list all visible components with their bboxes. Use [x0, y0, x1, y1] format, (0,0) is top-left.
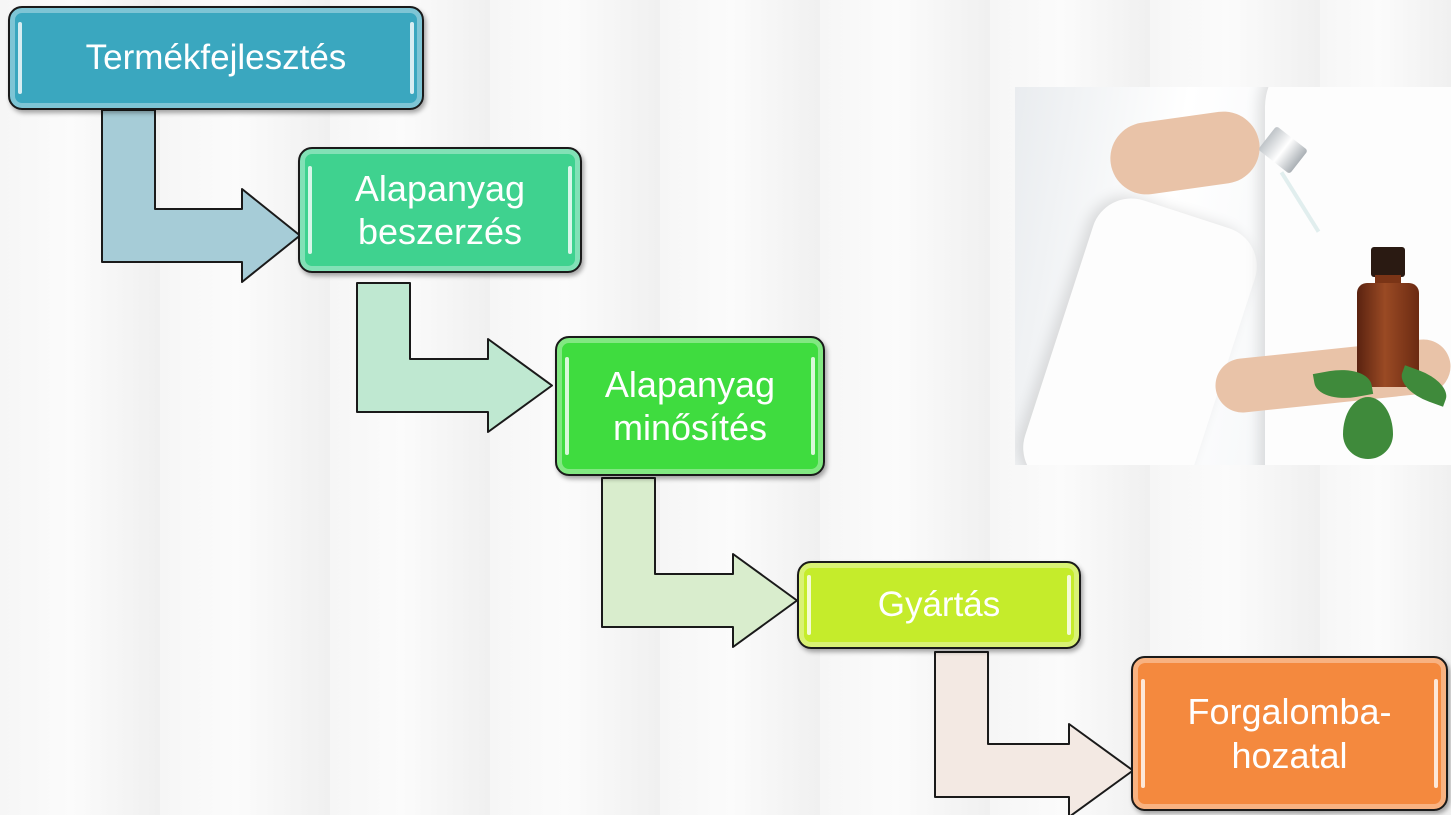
leaf [1343, 397, 1393, 459]
connector-arrow-2 [356, 282, 553, 433]
hand-top [1105, 106, 1265, 200]
dropper-bottle-photo [1015, 87, 1451, 465]
step-alapanyag-minosites[interactable]: Alapanyag minősítés [555, 336, 825, 476]
step-label: Gyártás [877, 585, 1001, 624]
lab-coat-sleeve [1015, 188, 1268, 465]
connector-arrow-4 [934, 651, 1134, 815]
connector-arrow-1 [101, 109, 301, 283]
step-label: Alapanyag minősítés [604, 363, 776, 448]
bottle-cap [1371, 247, 1405, 277]
step-gyartas[interactable]: Gyártás [797, 561, 1081, 649]
step-label: Alapanyag beszerzés [354, 167, 526, 252]
connector-arrow-3 [601, 477, 798, 648]
step-forgalombahozatal[interactable]: Forgalomba- hozatal [1131, 656, 1448, 811]
step-label: Termékfejlesztés [85, 38, 347, 77]
step-termekfejlesztes[interactable]: Termékfejlesztés [8, 6, 424, 110]
step-alapanyag-beszerzes[interactable]: Alapanyag beszerzés [298, 147, 582, 273]
step-label: Forgalomba- hozatal [1187, 691, 1392, 776]
background-plank [160, 0, 332, 815]
